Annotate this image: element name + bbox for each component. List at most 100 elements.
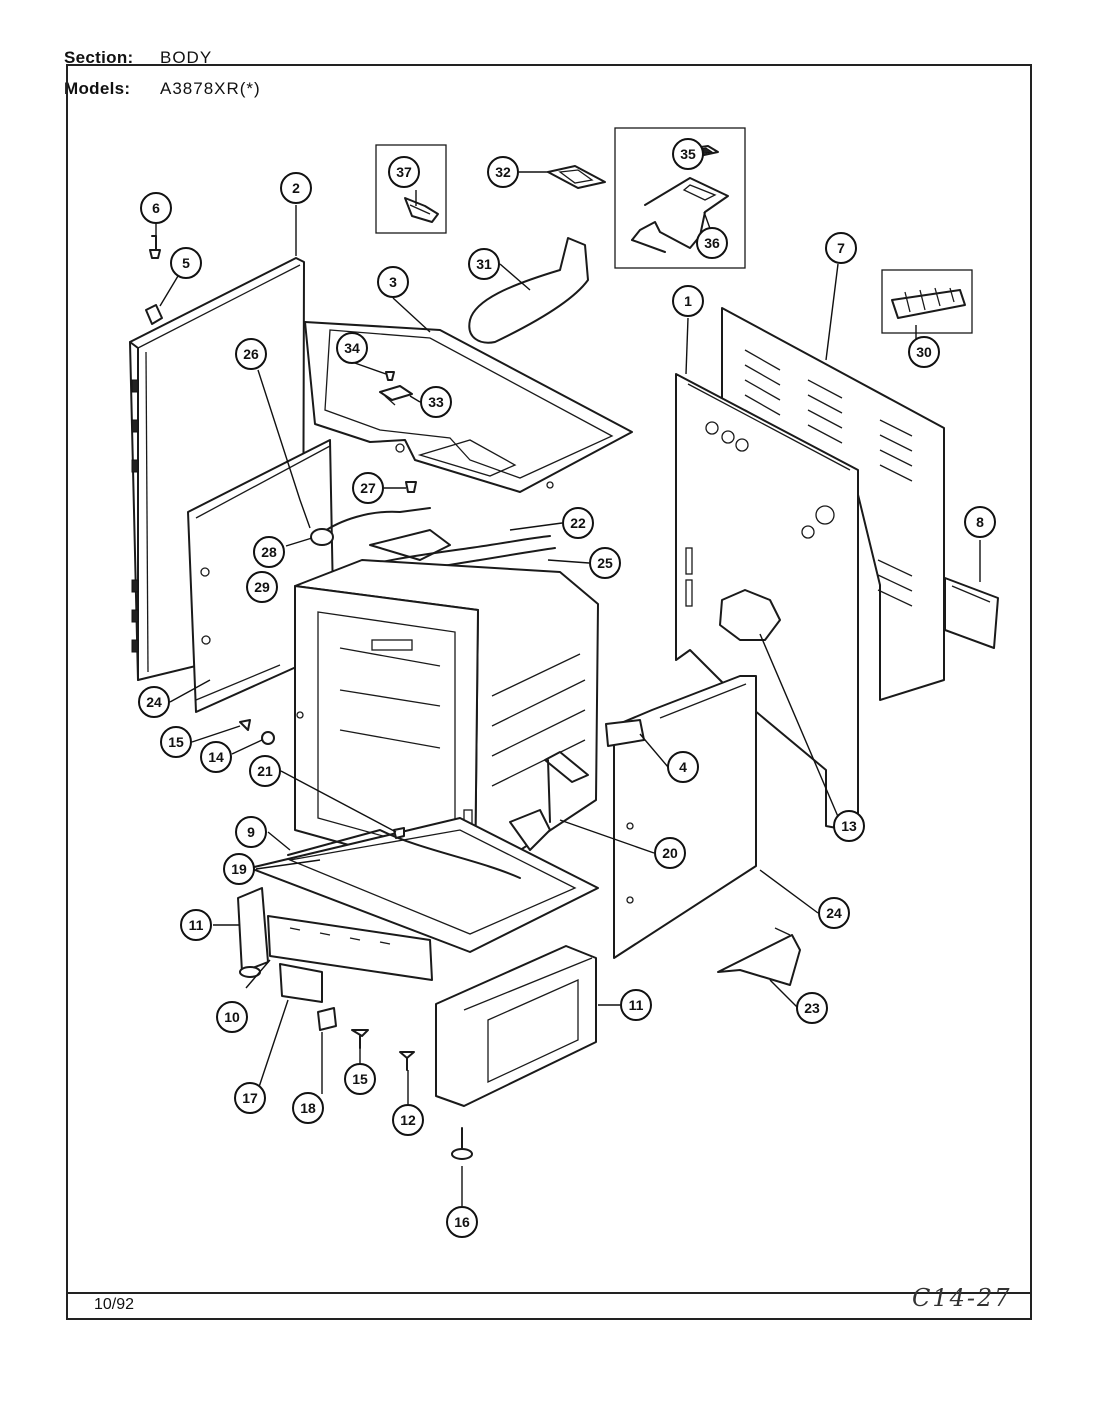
part-10-kick-panel [267, 915, 433, 981]
footer-date: 10/92 [94, 1296, 135, 1313]
part-23-bracket [717, 927, 801, 986]
svg-text:12: 12 [400, 1112, 416, 1128]
callout-24-left: 24 [138, 686, 170, 718]
models-header: Models: A3878XR(*) [64, 79, 260, 99]
svg-text:5: 5 [182, 255, 190, 271]
part-4-bracket [605, 719, 645, 747]
callout-27: 27 [352, 472, 384, 504]
part-30-terminal-block [891, 287, 966, 319]
part-6-screw [149, 235, 161, 259]
part-26-wire [321, 507, 431, 534]
callout-20: 20 [654, 837, 686, 869]
callout-17: 17 [234, 1082, 266, 1114]
part-15-screw-left [239, 719, 251, 731]
callout-24-right: 24 [818, 897, 850, 929]
part-27-screw [405, 481, 417, 493]
part-16-leveling-leg [451, 1127, 473, 1160]
svg-text:30: 30 [916, 344, 932, 360]
part-15-screw-bottom [351, 1029, 369, 1049]
part-32-gasket [547, 165, 606, 189]
svg-text:4: 4 [679, 759, 687, 775]
svg-text:22: 22 [570, 515, 586, 531]
callout-11-right: 11 [620, 989, 652, 1021]
inset-box-30 [881, 269, 973, 334]
svg-text:11: 11 [189, 917, 204, 933]
svg-text:24: 24 [146, 694, 162, 710]
callout-33: 33 [420, 386, 452, 418]
callout-19: 19 [223, 853, 255, 885]
svg-text:28: 28 [261, 544, 277, 560]
part-18-clip [317, 1007, 337, 1031]
svg-text:26: 26 [243, 346, 259, 362]
svg-text:15: 15 [168, 734, 184, 750]
footer-divider [66, 1292, 1032, 1294]
callout-13: 13 [833, 810, 865, 842]
part-31-duct [468, 237, 589, 344]
callout-15-bottom: 15 [344, 1063, 376, 1095]
callout-8: 8 [964, 506, 996, 538]
callout-36: 36 [696, 227, 728, 259]
callout-26: 26 [235, 338, 267, 370]
callout-5: 5 [170, 247, 202, 279]
part-37-switch [404, 197, 439, 223]
models-value: A3878XR(*) [160, 79, 261, 98]
svg-text:16: 16 [454, 1214, 470, 1230]
callout-31: 31 [468, 248, 500, 280]
part-12-screw [399, 1051, 415, 1071]
oven-cavity [294, 559, 599, 881]
inset-box-37 [375, 144, 447, 234]
callout-1: 1 [672, 285, 704, 317]
section-label: Section: [64, 48, 134, 67]
svg-text:17: 17 [242, 1090, 258, 1106]
callout-30: 30 [908, 336, 940, 368]
callout-18: 18 [292, 1092, 324, 1124]
callouts: 1 2 3 4 5 6 7 8 9 10 11 11 12 13 14 15 1… [138, 138, 996, 1238]
svg-text:27: 27 [360, 480, 376, 496]
callout-35: 35 [672, 138, 704, 170]
callout-9: 9 [235, 816, 267, 848]
part-14-clip [261, 731, 275, 745]
section-value: BODY [160, 48, 213, 67]
callout-4: 4 [667, 751, 699, 783]
callout-28: 28 [253, 536, 285, 568]
part-11-base-left [237, 887, 269, 978]
part-21-screw [393, 827, 405, 839]
footer-code: C14-27 [912, 1284, 1012, 1312]
part-24-side-panel-right [613, 675, 757, 959]
svg-text:35: 35 [680, 146, 696, 162]
part-20-hinge [509, 751, 589, 851]
svg-text:6: 6 [152, 200, 160, 216]
section-header: Section: BODY [64, 48, 211, 68]
svg-text:36: 36 [704, 235, 720, 251]
svg-text:25: 25 [597, 555, 613, 571]
part-28-cap [310, 528, 334, 546]
part-5-clip [145, 304, 163, 325]
svg-text:2: 2 [292, 180, 300, 196]
svg-text:37: 37 [396, 164, 412, 180]
callout-34: 34 [336, 332, 368, 364]
part-36-bracket [631, 177, 729, 253]
callout-22: 22 [562, 507, 594, 539]
svg-text:21: 21 [257, 763, 273, 779]
callout-32: 32 [487, 156, 519, 188]
svg-text:7: 7 [837, 240, 845, 256]
svg-text:32: 32 [495, 164, 511, 180]
callout-11-left: 11 [180, 909, 212, 941]
callout-25: 25 [589, 547, 621, 579]
part-8-cover-plate [944, 577, 999, 649]
part-9-gasket [287, 829, 521, 879]
svg-text:3: 3 [389, 274, 397, 290]
models-label: Models: [64, 79, 131, 98]
svg-text:15: 15 [352, 1071, 368, 1087]
svg-text:11: 11 [629, 997, 644, 1013]
svg-text:34: 34 [344, 340, 360, 356]
callout-10: 10 [216, 1001, 248, 1033]
callout-6: 6 [140, 192, 172, 224]
part-33-sensor [379, 385, 413, 406]
svg-text:9: 9 [247, 824, 255, 840]
callout-2: 2 [280, 172, 312, 204]
svg-text:29: 29 [254, 579, 270, 595]
svg-text:19: 19 [231, 861, 247, 877]
svg-text:31: 31 [476, 256, 492, 272]
